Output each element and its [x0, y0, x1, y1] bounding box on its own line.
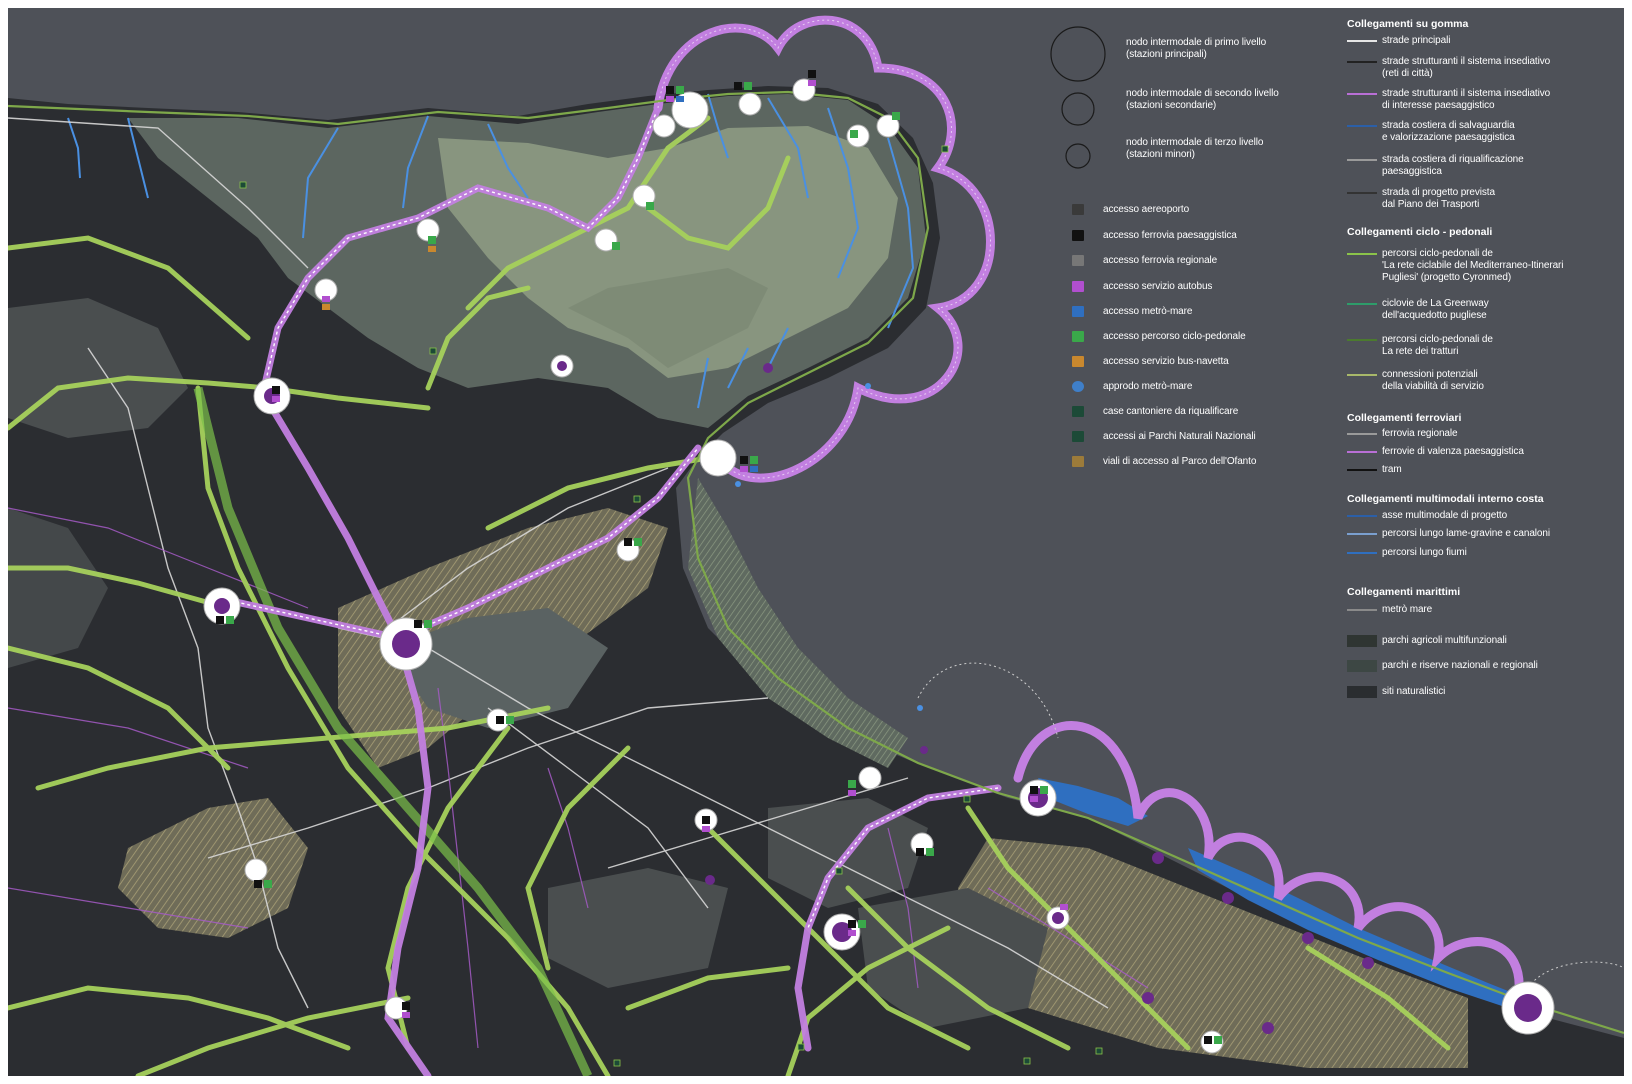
legend-line-label: strada di progetto prevista dal Piano de…: [1382, 187, 1495, 210]
legend-node-symbols: [1050, 26, 1106, 169]
legend-line-swatch: [1347, 469, 1377, 471]
legend-line-swatch: [1347, 125, 1377, 127]
legend-node-1: nodo intermodale di primo livello (stazi…: [1126, 37, 1267, 60]
legend-access-label: accesso ferrovia paesaggistica: [1103, 230, 1237, 241]
landing-dot-icon: [1072, 381, 1084, 392]
legend-node-2: nodo intermodale di secondo livello (sta…: [1126, 88, 1279, 111]
legend-line-swatch: [1347, 533, 1377, 535]
legend-line-swatch: [1347, 339, 1377, 341]
gargano-light-2: [568, 268, 768, 368]
airport-icon: [1072, 204, 1084, 215]
legend-line-label: ferrovia regionale: [1382, 428, 1458, 439]
house-icon: [1072, 406, 1084, 417]
intermodal-nodes: [203, 78, 1555, 1054]
regional-train-icon: [1072, 255, 1084, 266]
terrain-block-5: [8, 508, 108, 668]
bus-icon: [1072, 281, 1084, 292]
legend-access-label: accesso servizio bus-navetta: [1103, 356, 1229, 367]
legend-line-swatch: [1347, 515, 1377, 517]
legend-node-3: nodo intermodale di terzo livello (stazi…: [1126, 137, 1264, 160]
coastal-hatched-strip: [688, 478, 908, 768]
legend-line-label: tram: [1382, 464, 1402, 475]
park-icon: [1072, 431, 1084, 442]
sea-landing-marker-2: [865, 383, 871, 389]
cycle-network: [8, 115, 1451, 1076]
legend-line-label: metrò mare: [1382, 604, 1433, 615]
territorial-map: [8, 15, 1624, 1076]
terrain-block-4: [548, 868, 728, 988]
legend-access-label: accesso metrò-mare: [1103, 306, 1193, 317]
access-icons: [216, 70, 1222, 1044]
metro-sea-icon: [1072, 306, 1084, 317]
legend-line-swatch: [1347, 159, 1377, 161]
lagoon-1: [1038, 778, 1148, 826]
legend-access-label: accesso servizio autobus: [1103, 281, 1213, 292]
legend-line-swatch: [1347, 609, 1377, 611]
legend-sea-heading: Collegamenti marittimi: [1347, 586, 1461, 598]
legend-area-label: parchi e riserve nazionali e regionali: [1382, 660, 1538, 671]
legend-line-label: strade principali: [1382, 35, 1451, 46]
legend-line-label: strade strutturanti il sistema insediati…: [1382, 88, 1551, 111]
legend-access-label: case cantoniere da riqualificare: [1103, 406, 1239, 417]
sea-route-dotted: [917, 662, 1059, 739]
legend-access-label: accesso aereoporto: [1103, 204, 1190, 215]
legend-area-label: parchi agricoli multifunzionali: [1382, 635, 1507, 646]
legend-access-label: accesso ferrovia regionale: [1103, 255, 1218, 266]
legend-area-label: siti naturalistici: [1382, 686, 1446, 697]
legend-line-label: percorsi lungo fiumi: [1382, 547, 1467, 558]
legend-line-swatch: [1347, 61, 1377, 63]
legend-rail-heading: Collegamenti ferroviari: [1347, 412, 1462, 424]
coastal-road: [8, 90, 1624, 1035]
gargano-light: [438, 126, 898, 378]
legend-line-label: connessioni potenziali della viabilità d…: [1382, 369, 1484, 392]
legend-line-swatch: [1347, 303, 1377, 305]
legend-road-heading: Collegamenti su gomma: [1347, 18, 1469, 30]
legend-line-label: strade strutturanti il sistema insediati…: [1382, 56, 1551, 79]
legend-access-label: viali di accesso al Parco dell'Ofanto: [1103, 456, 1257, 467]
landscape-rail-dots: [217, 107, 999, 929]
legend-line-swatch: [1347, 552, 1377, 554]
legend-area-swatch: [1347, 686, 1377, 698]
sea-route-dotted-2: [1527, 961, 1624, 989]
legend-area-swatch: [1347, 660, 1377, 672]
bicycle-icon: [1072, 331, 1084, 342]
terrain-block-2: [388, 608, 608, 728]
legend-multimodal-heading: Collegamenti multimodali interno costa: [1347, 493, 1544, 505]
legend-line-label: percorsi ciclo-pedonali de La rete dei t…: [1382, 334, 1493, 357]
legend-line-label: strada costiera di salvaguardia e valori…: [1382, 120, 1515, 143]
legend-line-label: percorsi ciclo-pedonali de 'La rete cicl…: [1382, 248, 1564, 283]
park-access-markers: [239, 145, 1103, 1067]
legend-access-label: approdo metrò-mare: [1103, 381, 1193, 392]
legend-line-swatch: [1347, 451, 1377, 453]
hatched-area-south-east: [958, 838, 1468, 1068]
legend-access-label: accesso percorso ciclo-pedonale: [1103, 331, 1246, 342]
legend-access-label: accessi ai Parchi Naturali Nazionali: [1103, 431, 1256, 442]
legend-line-label: percorsi lungo lame-gravine e canaloni: [1382, 528, 1550, 539]
legend-line-label: strada costiera di riqualificazione paes…: [1382, 154, 1524, 177]
legend-line-label: ciclovie de La Greenway dell'acquedotto …: [1382, 298, 1489, 321]
legend-line-swatch: [1347, 253, 1377, 255]
shuttle-bus-icon: [1072, 356, 1084, 367]
legend-cycle-heading: Collegamenti ciclo - pedonali: [1347, 226, 1493, 238]
greenway-main: [193, 386, 593, 1076]
map-frame: nodo intermodale di primo livello (stazi…: [8, 8, 1624, 1076]
train-icon: [1072, 230, 1084, 241]
metro-mare-dotted: [657, 19, 991, 479]
legend-line-label: ferrovie di valenza paesaggistica: [1382, 446, 1524, 457]
legend-line-swatch: [1347, 433, 1377, 435]
purple-secondary-roads: [8, 507, 1149, 1049]
rivers: [67, 93, 915, 409]
legend-line-swatch: [1347, 374, 1377, 376]
legend-line-swatch: [1347, 93, 1377, 95]
legend-line-swatch: [1347, 192, 1377, 194]
terrain-block-6: [858, 888, 1048, 1028]
avenue-icon: [1072, 456, 1084, 467]
legend-line-swatch: [1347, 40, 1377, 42]
sea-landing-marker-3: [735, 481, 741, 487]
sea-landing-marker: [917, 705, 923, 711]
legend-line-label: asse multimodale di progetto: [1382, 510, 1508, 521]
terrain-block-1: [8, 298, 188, 438]
legend-area-swatch: [1347, 635, 1377, 647]
hatched-area-south-west: [118, 798, 308, 938]
